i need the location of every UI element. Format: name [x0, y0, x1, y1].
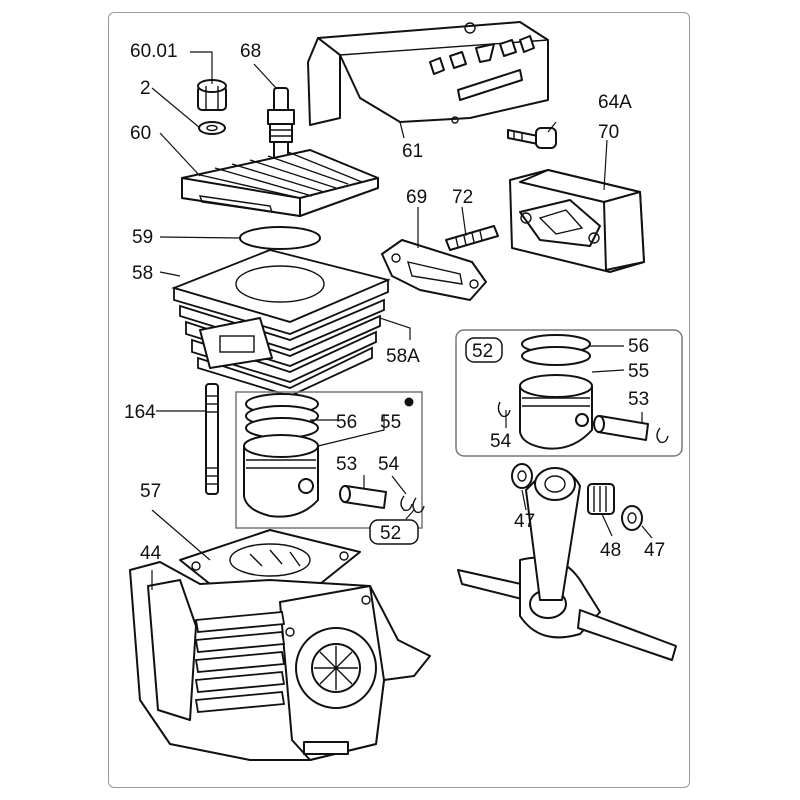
label-57: 57: [140, 481, 161, 502]
label-164: 164: [124, 402, 156, 423]
spark-plug-part: [267, 87, 295, 163]
upper-piston-rings-part: [521, 334, 591, 366]
muffler-gasket-part: [381, 239, 487, 301]
label-54-upper: 54: [490, 431, 512, 452]
cylinder-part: [171, 249, 391, 397]
crankcase-part: [129, 561, 431, 761]
washer-part: [198, 121, 226, 135]
label-60-01: 60.01: [130, 41, 178, 62]
upper-circlip-right-part: [656, 427, 669, 444]
upper-piston-part: [519, 374, 593, 450]
kit-tag-upper: [465, 337, 503, 363]
piston-assembly-box: [455, 329, 683, 457]
stud-part: [445, 225, 499, 251]
kit-marker-dot: [404, 397, 414, 407]
long-stud-part: [205, 383, 219, 495]
label-61: 61: [402, 141, 423, 162]
label-70: 70: [598, 122, 619, 143]
screw-part: [507, 127, 557, 149]
thrust-washer-right-part: [621, 505, 643, 531]
label-53-upper: 53: [628, 389, 649, 410]
label-47-right: 47: [644, 540, 665, 561]
needle-bearing-part: [587, 483, 615, 515]
thrust-washer-left-part: [511, 463, 533, 489]
lower-piston-rings-part: [245, 393, 319, 439]
label-47-left: 47: [514, 511, 535, 532]
label-52-upper: 52: [472, 341, 493, 362]
diagram-frame: [108, 12, 690, 788]
lower-circlip-part: [400, 495, 413, 512]
piston-kit-box: [235, 391, 423, 529]
label-54-lower: 54: [378, 454, 400, 475]
label-69: 69: [406, 187, 427, 208]
head-gasket-ring-part: [239, 226, 321, 250]
label-2: 2: [140, 78, 151, 99]
label-58: 58: [132, 263, 153, 284]
label-52-lower: 52: [380, 523, 401, 544]
nut-part: [197, 79, 227, 111]
muffler-part: [509, 169, 645, 273]
label-44: 44: [140, 543, 162, 564]
label-56-lower: 56: [336, 412, 357, 433]
upper-circlip-left-part: [497, 401, 511, 418]
label-64a: 64A: [598, 92, 632, 113]
crankshaft-part: [457, 467, 677, 661]
label-56-upper: 56: [628, 336, 649, 357]
lower-piston-pin-part: [339, 485, 387, 509]
label-55-lower: 55: [380, 412, 401, 433]
label-60: 60: [130, 123, 151, 144]
label-72: 72: [452, 187, 473, 208]
label-55-upper: 55: [628, 361, 649, 382]
leader-lines: [151, 51, 653, 590]
label-58a: 58A: [386, 346, 420, 367]
upper-piston-pin-part: [593, 415, 649, 441]
cylinder-head-part: [181, 149, 379, 217]
lower-piston-part: [243, 434, 319, 518]
kit-tag-lower: [369, 519, 419, 545]
label-59: 59: [132, 227, 153, 248]
label-53-lower: 53: [336, 454, 357, 475]
label-68: 68: [240, 41, 261, 62]
label-48: 48: [600, 540, 621, 561]
cylinder-cover-part: [307, 21, 549, 126]
lower-circlip-part-2: [412, 497, 425, 514]
